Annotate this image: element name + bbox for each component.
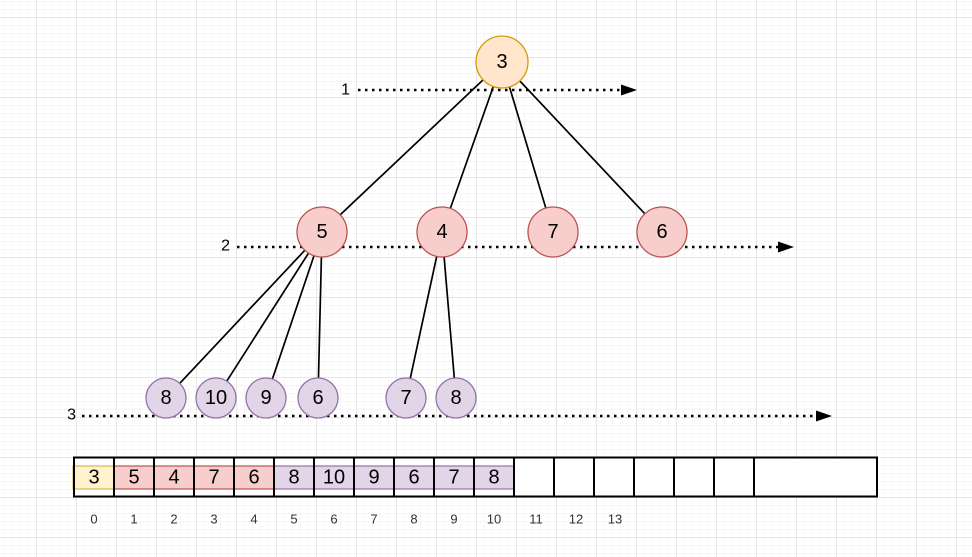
level-3-arrowhead-icon (816, 410, 832, 422)
level3-node-circle (145, 377, 187, 419)
tree-edge-3-6 (501, 61, 663, 233)
tree-node-level2-2: 7 (527, 206, 579, 258)
array-cell-value: 7 (208, 467, 219, 489)
array-index-label: 3 (210, 512, 217, 527)
tree-node-level2-0: 5 (296, 206, 348, 258)
array-cell-value: 3 (88, 467, 99, 489)
level-1-arrow-group: 1 (341, 82, 637, 99)
array-cell-value: 7 (448, 467, 459, 489)
array-cell-value: 8 (488, 467, 499, 489)
level-1-label: 1 (341, 82, 350, 99)
root-node-label: 3 (496, 51, 507, 73)
array-index-label: 5 (290, 512, 297, 527)
array-indices: 0 1 2 3 4 5 6 7 8 9 10 11 12 13 (90, 512, 622, 527)
level-2-arrow-group: 2 (221, 238, 794, 255)
level3-node-circle (385, 377, 427, 419)
array-cell-17 (753, 456, 878, 498)
level2-node-circle (636, 206, 688, 258)
level-2-label: 2 (221, 238, 230, 255)
root-node-circle (475, 35, 529, 89)
tree-node-level3-0: 8 (145, 377, 187, 419)
level3-node-label: 6 (312, 387, 323, 409)
level-3-label: 3 (67, 407, 76, 424)
level-1-arrowhead-icon (621, 84, 637, 96)
array-index-label: 10 (487, 512, 501, 527)
array-index-label: 2 (170, 512, 177, 527)
array-cell-value: 4 (168, 467, 179, 489)
level3-node-label: 10 (205, 387, 227, 409)
tree-edge-4-8 (441, 231, 457, 399)
tree-node-level3-5: 8 (435, 377, 477, 419)
tree-edge-5-8 (165, 231, 323, 399)
level2-node-label: 7 (547, 221, 558, 243)
array-index-label: 11 (529, 512, 543, 527)
array-values: 3 5 4 7 6 8 10 9 6 7 8 (88, 467, 499, 489)
array-cells (73, 456, 878, 498)
tree-node-level3-2: 9 (245, 377, 287, 419)
array-index-label: 13 (608, 512, 622, 527)
array-cell-value: 6 (248, 467, 259, 489)
array-index-label: 7 (370, 512, 377, 527)
tree-edge-4-7 (405, 231, 443, 399)
tree-edge-3-4 (441, 61, 503, 233)
array-cell-value: 5 (128, 467, 139, 489)
array-cell-value: 10 (323, 467, 345, 489)
array-cell-value: 6 (408, 467, 419, 489)
array-index-label: 4 (250, 512, 257, 527)
level2-node-label: 6 (656, 221, 667, 243)
level3-node-label: 8 (160, 387, 171, 409)
array-index-label: 12 (569, 512, 583, 527)
level2-node-label: 5 (316, 221, 327, 243)
level3-node-circle (297, 377, 339, 419)
level3-node-label: 7 (400, 387, 411, 409)
level3-node-circle (195, 377, 237, 419)
tree-node-level3-4: 7 (385, 377, 427, 419)
tree-edge-5-6 (317, 231, 323, 399)
level3-node-label: 8 (450, 387, 461, 409)
tree-edge-5-9 (265, 231, 323, 399)
tree-edge-3-7 (501, 61, 554, 233)
level2-node-circle (527, 206, 579, 258)
level3-node-label: 9 (260, 387, 271, 409)
array-index-label: 0 (90, 512, 97, 527)
level-2-arrowhead-icon (778, 241, 794, 253)
array-cell-value: 9 (368, 467, 379, 489)
tree-node-level3-3: 6 (297, 377, 339, 419)
array-index-label: 9 (450, 512, 457, 527)
tree-node-level2-1: 4 (416, 206, 468, 258)
tree-edge-5-10 (215, 231, 323, 399)
tree-edges (165, 61, 663, 399)
tree-node-root: 3 (475, 35, 529, 89)
level2-node-label: 4 (436, 221, 447, 243)
tree-node-level3-1: 10 (195, 377, 237, 419)
level-3-arrow-group: 3 (67, 407, 832, 424)
array-cell-value: 8 (288, 467, 299, 489)
level2-node-circle (296, 206, 348, 258)
level2-node-circle (416, 206, 468, 258)
array-index-label: 8 (410, 512, 417, 527)
tree-node-level2-3: 6 (636, 206, 688, 258)
level3-node-circle (245, 377, 287, 419)
level3-node-circle (435, 377, 477, 419)
array-index-label: 1 (130, 512, 137, 527)
array-index-label: 6 (330, 512, 337, 527)
